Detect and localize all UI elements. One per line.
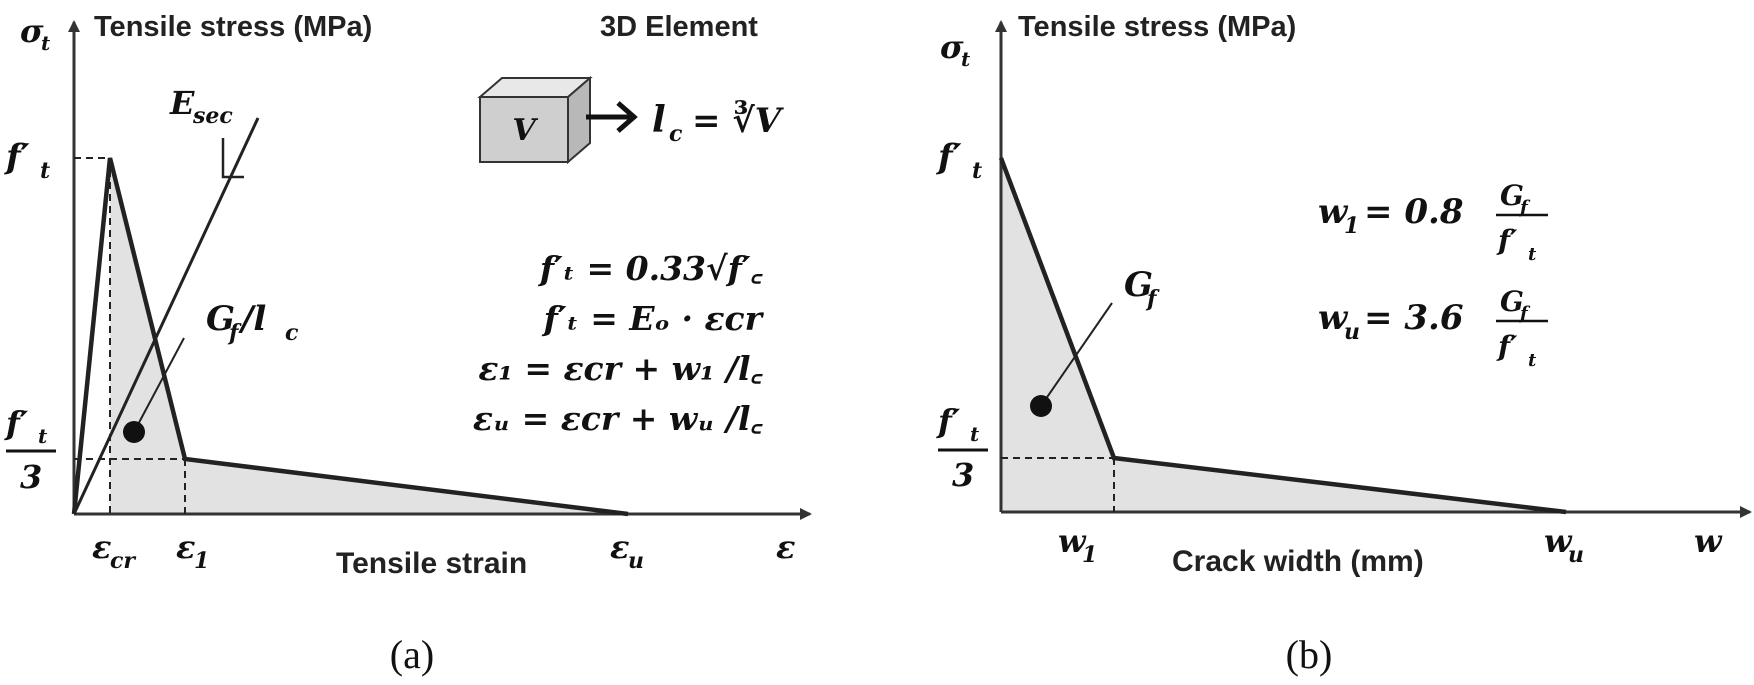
eq-wu-rhs: = 3.6 xyxy=(1364,298,1463,338)
eq-w1-lhs: w xyxy=(1318,192,1349,232)
tick-eps-cr-sub: cr xyxy=(110,548,136,574)
ft3-num-sub-a: t xyxy=(38,424,48,448)
eq-tensile-strength: f′ₜ = 0.33√f′꜀ xyxy=(538,249,764,288)
softening-area-b xyxy=(1001,158,1566,512)
x-symbol-b: w xyxy=(1694,522,1723,560)
secant-line xyxy=(72,117,260,515)
lc-formula: l xyxy=(652,99,666,141)
tick-eps-1-sub: 1 xyxy=(194,548,209,574)
softening-area-a xyxy=(110,158,628,514)
ft3-num-sub-b: t xyxy=(970,422,980,446)
secant-sub: sec xyxy=(192,103,233,129)
stress-strain-curve-a xyxy=(71,157,629,517)
x-symbol-a: ε xyxy=(776,528,795,566)
tick-eps-u-sub: u xyxy=(628,548,644,574)
panel-b: σ t Tensile stress (MPa) f′ t f′ t 3 G f… xyxy=(936,11,1752,677)
tick-eps-u: ε xyxy=(610,528,629,566)
eq-w1-den-sub: t xyxy=(1528,244,1537,265)
ft3-num-a: f′ xyxy=(4,404,29,442)
stress-crack-curve-b xyxy=(998,157,1567,515)
eq-wu-lhs-sub: u xyxy=(1344,319,1360,345)
energy-dot-a xyxy=(123,421,145,443)
ft3-den-a: 3 xyxy=(20,458,42,496)
tick-wu-sub: u xyxy=(1568,542,1584,568)
energy-dot-b xyxy=(1030,395,1052,417)
eq-strain-u: εᵤ = εcr + wᵤ /l꜀ xyxy=(473,399,764,438)
eq-cracking-strain: f′ₜ = Eₒ · εcr xyxy=(542,299,765,338)
ft-sub-a: t xyxy=(40,158,50,184)
panel-a: V σ t Tensile stress (MPa) 3D Element l … xyxy=(4,11,812,677)
energy-sub-b: f xyxy=(1145,286,1160,312)
y-symbol-a: σ xyxy=(20,12,44,50)
caption-a: (a) xyxy=(390,632,434,677)
secant-slope-mark xyxy=(221,138,244,179)
cube-arrow xyxy=(586,101,638,133)
y-symbol-sub-a: t xyxy=(41,31,51,55)
eq-w1-rhs: = 0.8 xyxy=(1364,192,1463,232)
energy-tail-a: /l xyxy=(238,299,266,339)
element-title: 3D Element xyxy=(600,11,758,43)
tick-wu: w xyxy=(1544,522,1573,560)
eq-w1-den: f′ xyxy=(1496,224,1518,257)
caption-b: (b) xyxy=(1286,632,1333,677)
eq-wu-num: G xyxy=(1500,285,1524,318)
tick-eps-1: ε xyxy=(176,528,195,566)
energy-label-b: G xyxy=(1124,265,1153,305)
eq-w1-num: G xyxy=(1500,179,1524,212)
x-title-a: Tensile strain xyxy=(336,547,527,580)
y-symbol-b: σ xyxy=(940,28,964,66)
ft-label-a: f′ xyxy=(4,137,30,177)
energy-pointer-b xyxy=(1040,302,1113,407)
y-symbol-sub-b: t xyxy=(961,47,971,71)
ft-sub-b: t xyxy=(972,158,982,184)
eq-wu-den-sub: t xyxy=(1528,350,1537,371)
energy-tail-sub-a: c xyxy=(285,320,299,346)
ft-label-b: f′ xyxy=(936,137,962,177)
eq-w1-lhs-sub: 1 xyxy=(1344,213,1359,239)
secant-label: E xyxy=(169,84,195,122)
ft3-den-b: 3 xyxy=(952,456,974,494)
tick-w1-sub: 1 xyxy=(1082,542,1097,568)
cube-icon: V xyxy=(477,75,593,165)
eq-wu-lhs: w xyxy=(1318,298,1349,338)
energy-pointer-a xyxy=(133,337,185,433)
eq-strain-1: ε₁ = εcr + w₁ /l꜀ xyxy=(478,349,763,388)
eq-wu-den: f′ xyxy=(1496,330,1518,363)
tick-w1: w xyxy=(1058,522,1087,560)
ft3-num-b: f′ xyxy=(936,402,961,440)
energy-label-a: G xyxy=(206,299,235,339)
tick-eps-cr: ε xyxy=(92,528,111,566)
y-title-a: Tensile stress (MPa) xyxy=(94,11,372,43)
lc-sub: c xyxy=(669,121,683,147)
energy-sub-a: f xyxy=(227,320,242,346)
volume-label: V xyxy=(512,113,538,148)
y-title-b: Tensile stress (MPa) xyxy=(1018,11,1296,43)
x-title-b: Crack width (mm) xyxy=(1172,545,1424,578)
lc-rhs: = ∛V xyxy=(692,100,785,141)
